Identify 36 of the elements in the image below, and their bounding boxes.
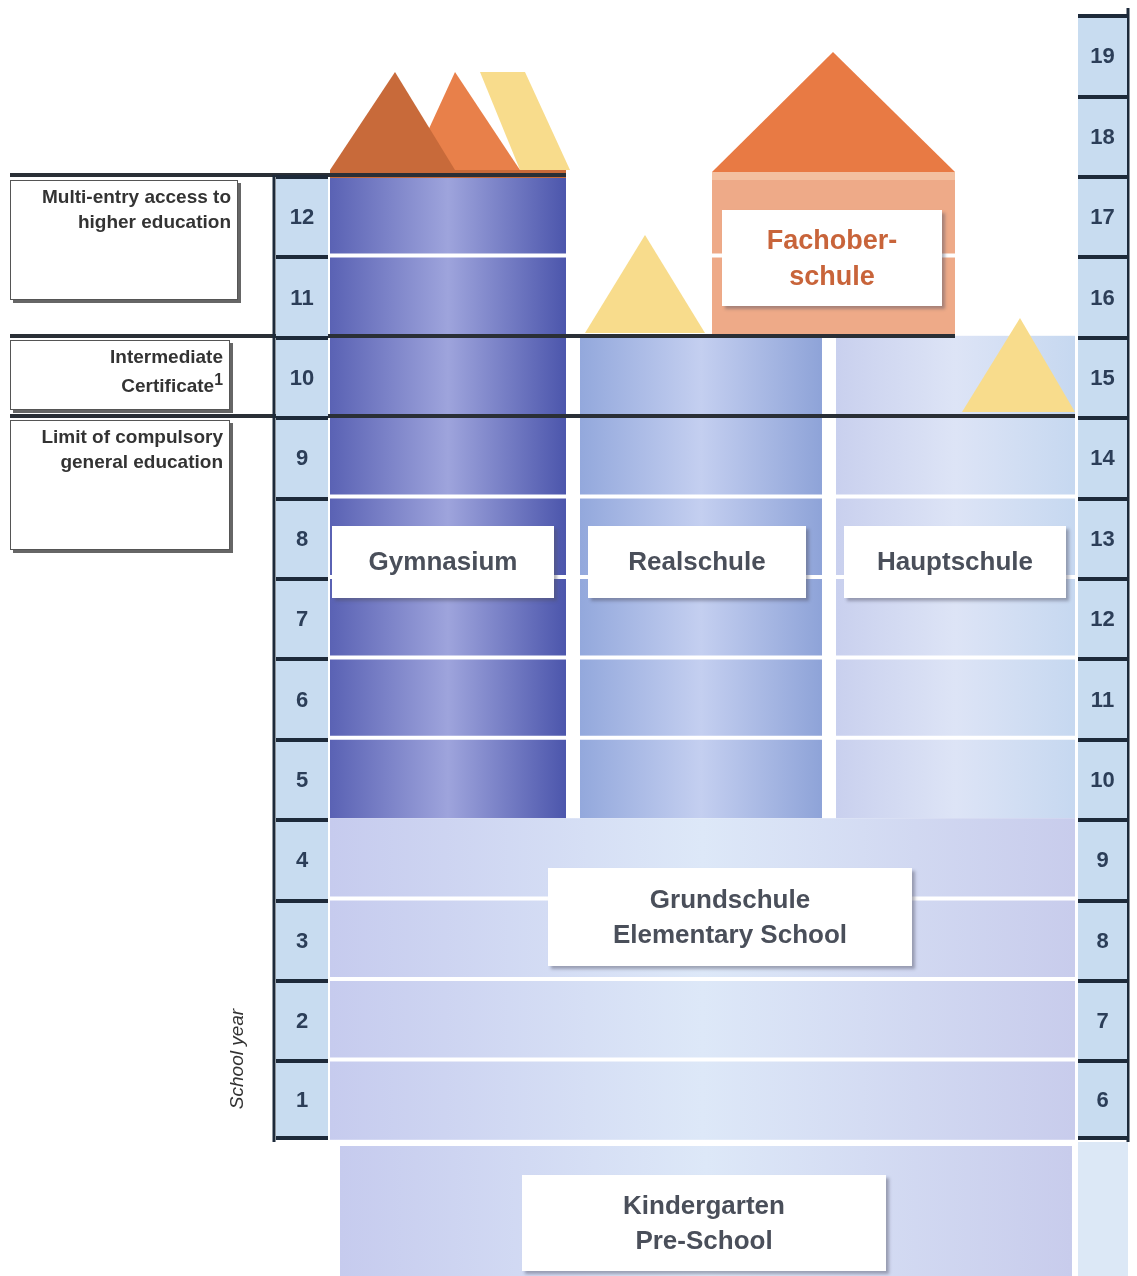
year-number: 17 (1078, 175, 1127, 256)
year-number: 6 (276, 657, 328, 738)
year-number: 7 (1078, 979, 1127, 1060)
note-box: Multi-entry access to higher education (10, 180, 238, 300)
school-label: Gymnasium (332, 526, 554, 598)
year-number: 10 (276, 335, 328, 417)
year-number: 9 (276, 416, 328, 497)
year-number: 9 (1078, 818, 1127, 899)
year-number: 7 (276, 577, 328, 658)
year-number: 11 (276, 255, 328, 336)
year-number: 19 (1078, 14, 1127, 95)
year-number: 15 (1078, 335, 1127, 417)
school-label: Hauptschule (844, 526, 1066, 598)
note-box: Limit of compulsory general education (10, 420, 230, 550)
year-number: 1 (276, 1059, 328, 1140)
year-number: 16 (1078, 255, 1127, 336)
school-label: Fachober- schule (722, 210, 942, 306)
year-number: 3 (276, 898, 328, 979)
year-number: 6 (1078, 1059, 1127, 1140)
axis-label: School year (226, 1007, 248, 1112)
school-label: Grundschule Elementary School (548, 868, 912, 966)
year-number: 5 (276, 737, 328, 819)
note-box: Intermediate Certificate$^{1}$ (10, 340, 230, 410)
year-number: 13 (1078, 496, 1127, 577)
year-number: 12 (1078, 577, 1127, 658)
year-number: 8 (1078, 898, 1127, 979)
year-number: 4 (276, 818, 328, 899)
year-number: 12 (276, 175, 328, 256)
school-label: Kindergarten Pre-School (522, 1175, 886, 1271)
year-number: 14 (1078, 416, 1127, 497)
year-number: 11 (1078, 657, 1127, 738)
year-number: 10 (1078, 737, 1127, 819)
school-label: Realschule (588, 526, 806, 598)
year-number: 2 (276, 979, 328, 1060)
year-number: 18 (1078, 94, 1127, 175)
year-number: 8 (276, 496, 328, 577)
